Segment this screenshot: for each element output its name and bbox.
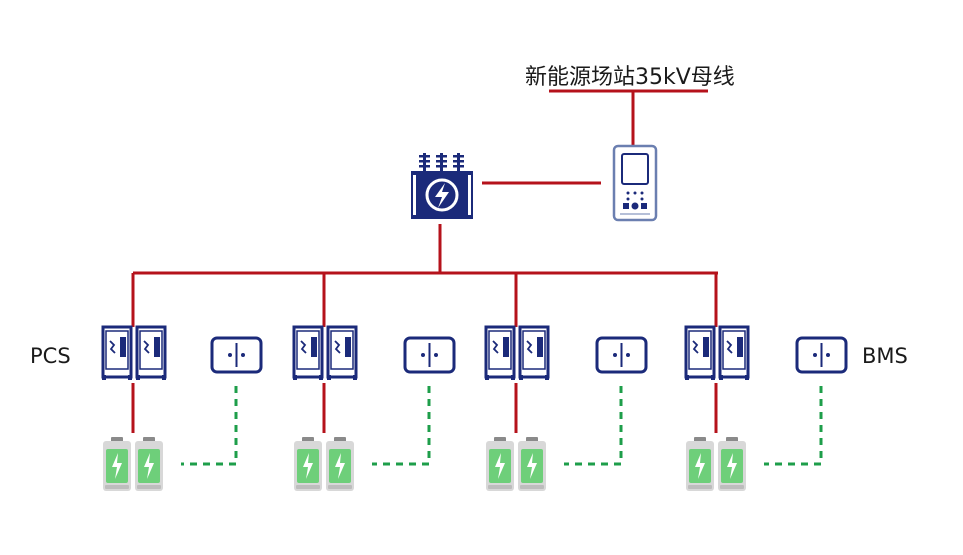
storage-unit (291, 273, 456, 491)
battery-icon (486, 437, 546, 491)
storage-unit (483, 273, 648, 491)
bms-label: BMS (862, 344, 908, 368)
bms-box-icon (795, 336, 848, 374)
bms-box-icon (210, 336, 263, 374)
bus-label: 新能源场站35kV母线 (525, 65, 735, 90)
pcs-label: PCS (30, 344, 71, 368)
pcs-cabinet-icon (291, 325, 359, 382)
pcs-cabinet-icon (100, 325, 168, 382)
bms-box-icon (595, 336, 648, 374)
storage-units (100, 273, 848, 491)
transformer-icon (411, 153, 473, 219)
bms-comm-line (764, 386, 823, 466)
bms-comm-line (564, 386, 623, 466)
bms-comm-line (372, 386, 431, 466)
storage-unit (683, 273, 848, 491)
battery-icon (294, 437, 354, 491)
pcs-cabinet-icon (483, 325, 551, 382)
pcs-cabinet-icon (683, 325, 751, 382)
bms-comm-line (181, 386, 238, 466)
battery-icon (103, 437, 163, 491)
storage-unit (100, 273, 263, 491)
battery-icon (686, 437, 746, 491)
meter-cabinet-icon (612, 144, 658, 222)
bms-box-icon (403, 336, 456, 374)
